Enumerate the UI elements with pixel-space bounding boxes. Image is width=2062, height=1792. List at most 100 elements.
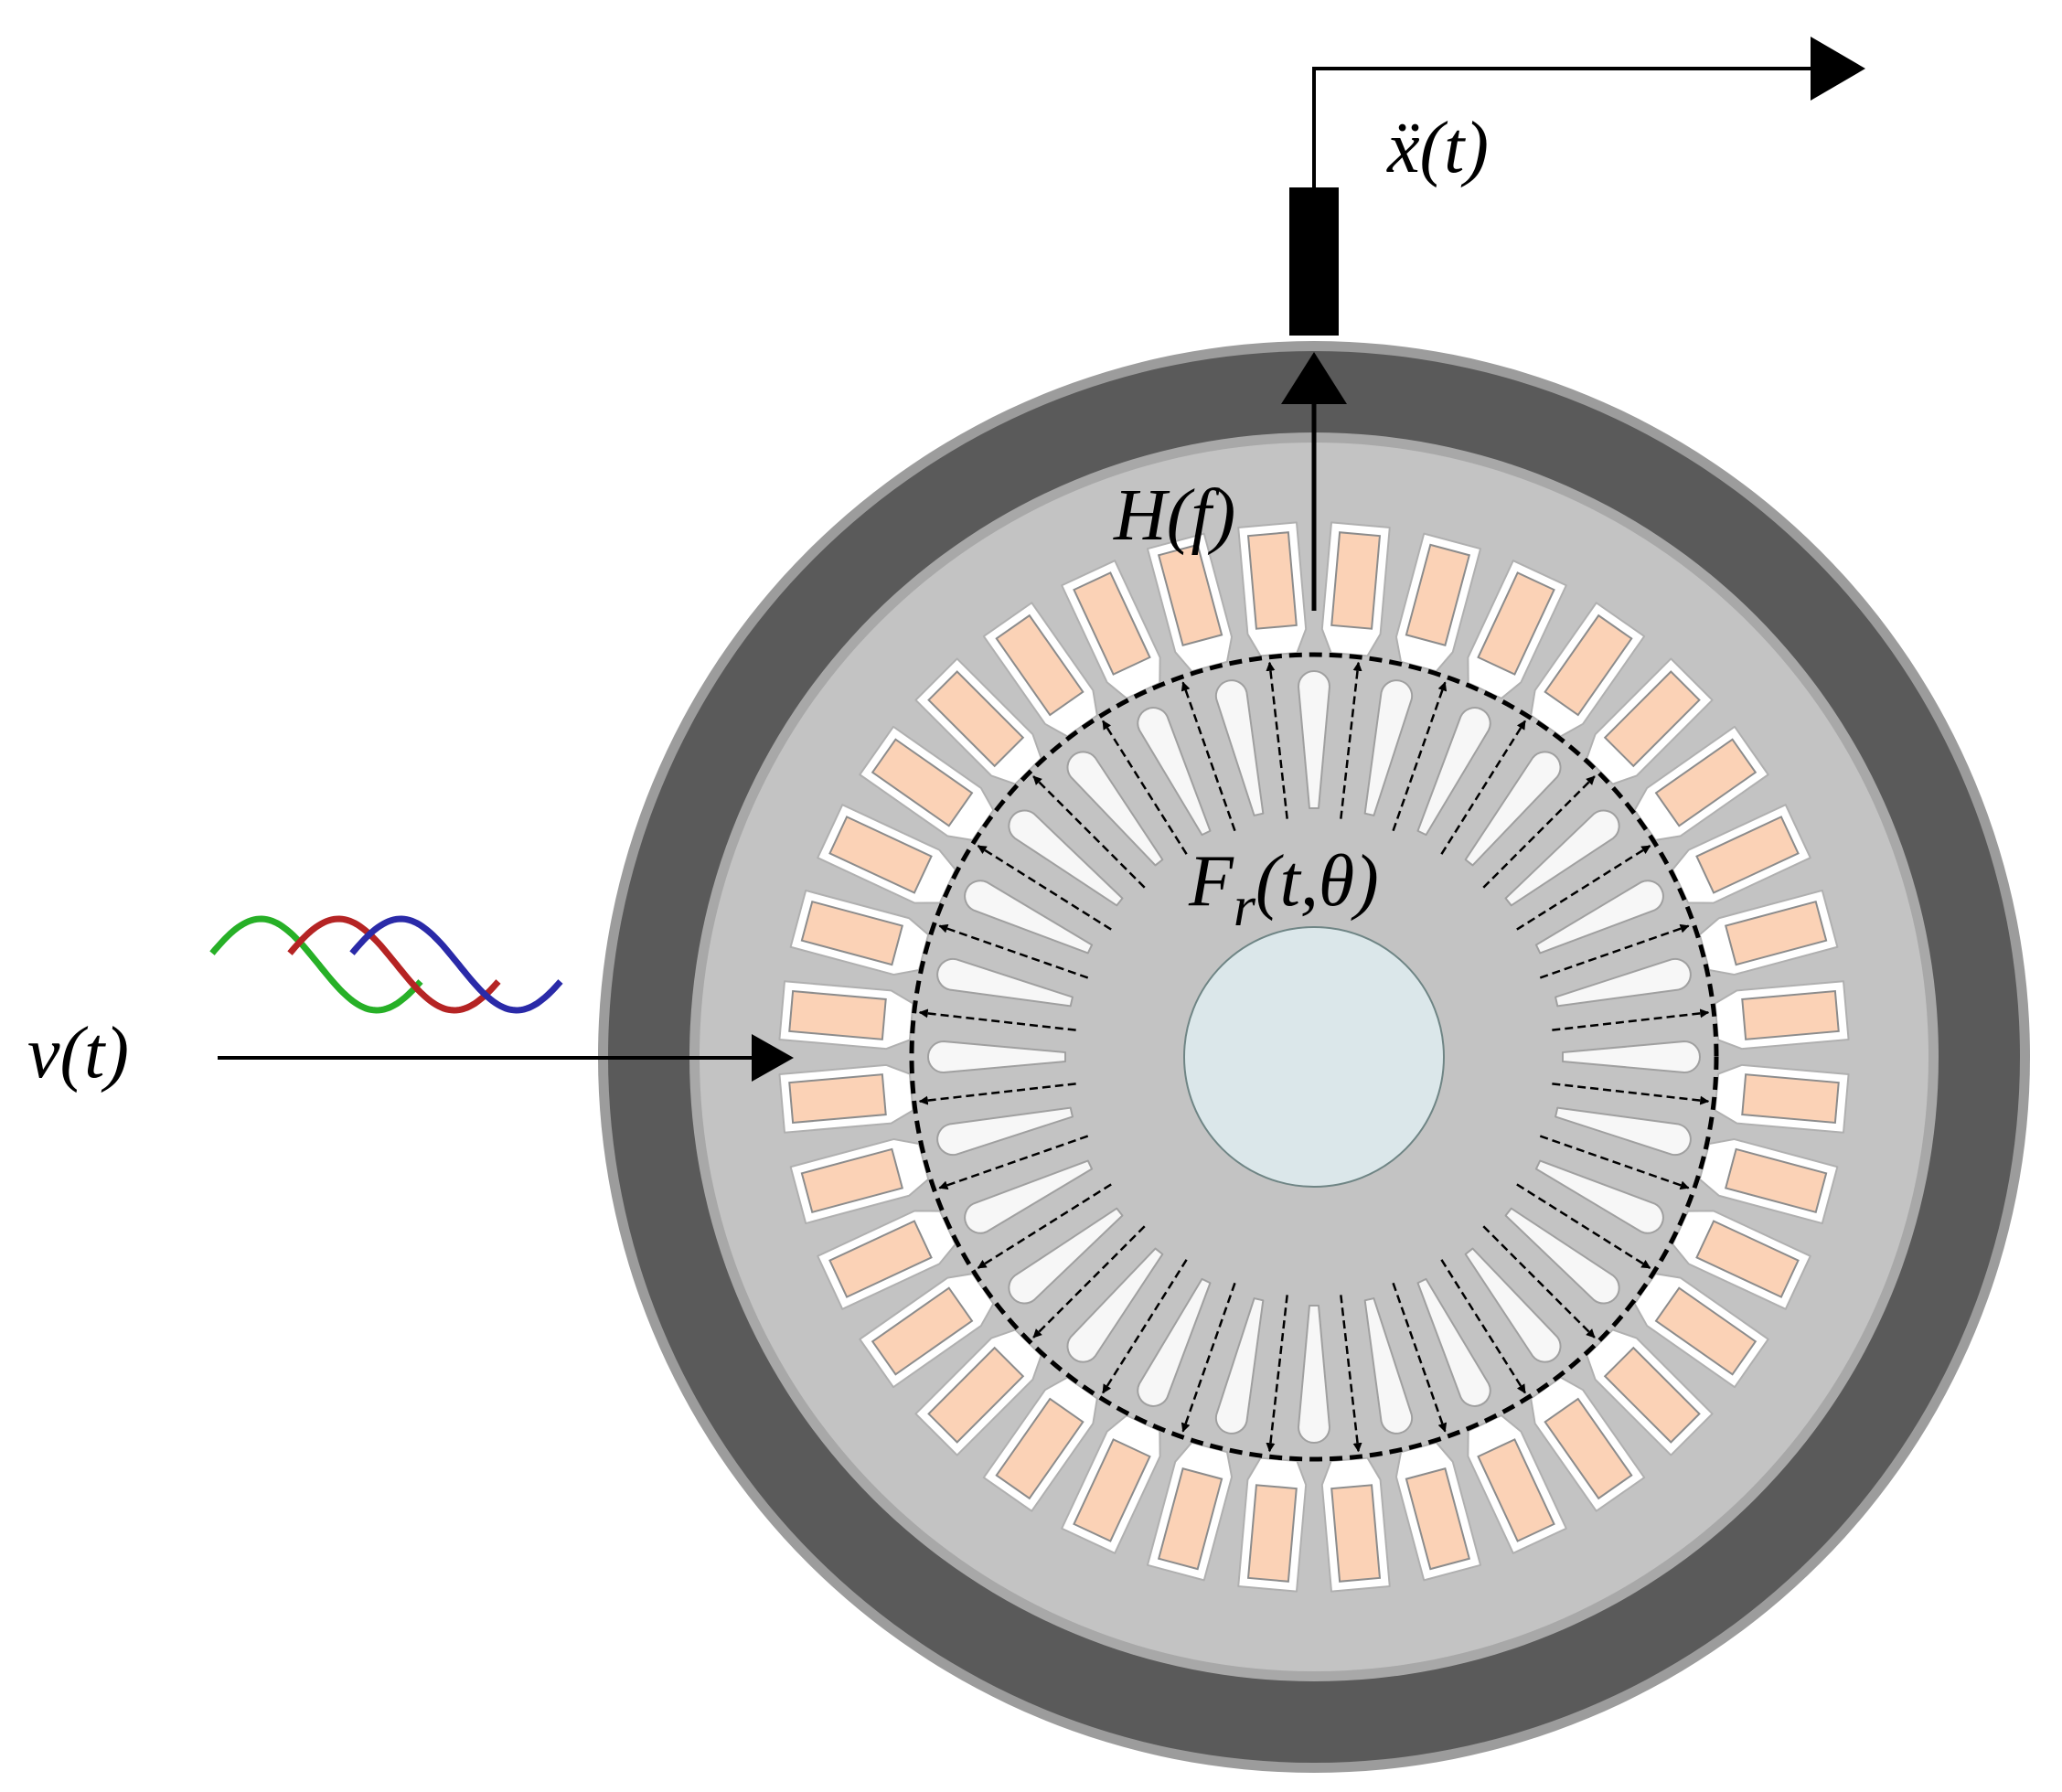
force-arrow (1482, 775, 1596, 889)
rotor-slot (1534, 880, 1664, 955)
force-arrow (1516, 1183, 1651, 1269)
stator-winding (1330, 531, 1382, 630)
stator-slot (1672, 804, 1811, 904)
stator-slot (1467, 560, 1567, 699)
rotor-slot (936, 1106, 1074, 1157)
accelerometer-output-line (1312, 67, 1815, 187)
stator-winding (927, 670, 1025, 768)
stator-winding (828, 1220, 933, 1298)
force-arrow (1552, 1083, 1710, 1105)
force-arrow (1266, 1295, 1288, 1453)
rotor-slot (1504, 1207, 1620, 1305)
stator-winding (1654, 1286, 1758, 1376)
force-arrow (918, 1008, 1076, 1031)
stator-winding (1073, 571, 1151, 676)
phase-c-wave (349, 915, 563, 1014)
stator-winding (1544, 1397, 1633, 1500)
transfer-arrowhead (1281, 352, 1347, 404)
stator-slot (859, 725, 995, 841)
force-arrow (1181, 1282, 1236, 1433)
rotor-slot (1066, 751, 1164, 867)
air-gap-circle (909, 652, 1719, 1462)
force-arrow (977, 845, 1112, 931)
rotor-slots (927, 670, 1701, 1444)
stator-winding (1695, 816, 1800, 894)
stator-slot (817, 1210, 956, 1310)
stator-winding (927, 1346, 1025, 1444)
force-arrow (1539, 1135, 1690, 1190)
stator-winding (1157, 543, 1223, 647)
stator-slots (778, 521, 1850, 1593)
stator-winding (828, 816, 933, 894)
force-arrow (1340, 661, 1362, 819)
stator-winding (871, 738, 974, 827)
shaft (1183, 926, 1445, 1188)
stator-winding (1741, 989, 1840, 1040)
stator-slot (1394, 1441, 1482, 1582)
rotor-slot (1464, 1247, 1562, 1363)
stator-winding (1654, 738, 1758, 827)
stator-winding (1157, 1467, 1223, 1571)
force-arrow (1032, 775, 1146, 889)
accelerometer-sensor (1289, 187, 1339, 336)
rotor-slot (1416, 1277, 1491, 1407)
force-arrow (918, 1083, 1076, 1105)
stator-winding (1477, 1438, 1555, 1542)
rotor-slot (1137, 707, 1212, 837)
rotor-slot (1008, 1207, 1124, 1305)
force-arrow (1340, 1295, 1362, 1453)
force-arrow (1102, 720, 1188, 855)
stator-slot (982, 602, 1098, 738)
force-arrow (977, 1183, 1112, 1269)
radial-force-label: Fr(t,θ) (1188, 841, 1379, 938)
stator-slot (1320, 521, 1391, 657)
radial-force-arrows (918, 661, 1710, 1453)
rotor-slot (1562, 1040, 1701, 1073)
rotor-slot (1214, 1297, 1265, 1435)
radial-force-arguments: (t,θ) (1255, 841, 1379, 922)
stator-winding (1405, 1467, 1471, 1571)
stator-slot (789, 889, 930, 976)
stator-winding (800, 1147, 904, 1214)
stator-slot (1237, 521, 1308, 657)
stator-winding (788, 989, 887, 1040)
rotor-slot (1298, 1305, 1330, 1444)
stator-slot (1714, 1063, 1850, 1134)
motor-cross-section (598, 341, 2030, 1773)
force-arrow (1539, 923, 1690, 979)
force-arrow (1482, 1225, 1596, 1339)
rotor-slot (964, 880, 1094, 955)
stator-slot (1146, 1441, 1234, 1582)
stator-winding (1603, 1346, 1701, 1444)
rotor-slot (1008, 809, 1124, 907)
rotor-slot (1137, 1277, 1212, 1407)
rotor-slot (1555, 1106, 1692, 1157)
rotor-slot (1504, 809, 1620, 907)
voltage-arrowhead (752, 1034, 794, 1082)
stator-winding (1724, 1147, 1828, 1214)
rotor-slot (936, 957, 1074, 1008)
force-arrow (1181, 681, 1236, 832)
stator-slot (778, 1063, 914, 1134)
stator-winding (1246, 1484, 1298, 1583)
stator-winding (1741, 1073, 1840, 1125)
stator-slot (1714, 980, 1850, 1051)
stator-winding (1405, 543, 1471, 647)
rotor-slot (1066, 1247, 1164, 1363)
stator-slot (1061, 560, 1161, 699)
stator-winding (1477, 571, 1555, 676)
radial-force-symbol: F (1188, 841, 1234, 922)
stator-winding (1603, 670, 1701, 768)
stator-slot (914, 1328, 1042, 1456)
stator-winding (1246, 531, 1298, 630)
stator-winding (1724, 900, 1828, 966)
accelerometer (1289, 37, 1865, 336)
rotor-slot (964, 1159, 1094, 1234)
phase-a-wave (209, 915, 423, 1014)
force-arrow (1552, 1008, 1710, 1031)
force-arrow (1440, 1259, 1526, 1394)
rotor-slot (1298, 670, 1330, 809)
stator-winding (995, 1397, 1084, 1500)
stator-winding (995, 613, 1084, 717)
